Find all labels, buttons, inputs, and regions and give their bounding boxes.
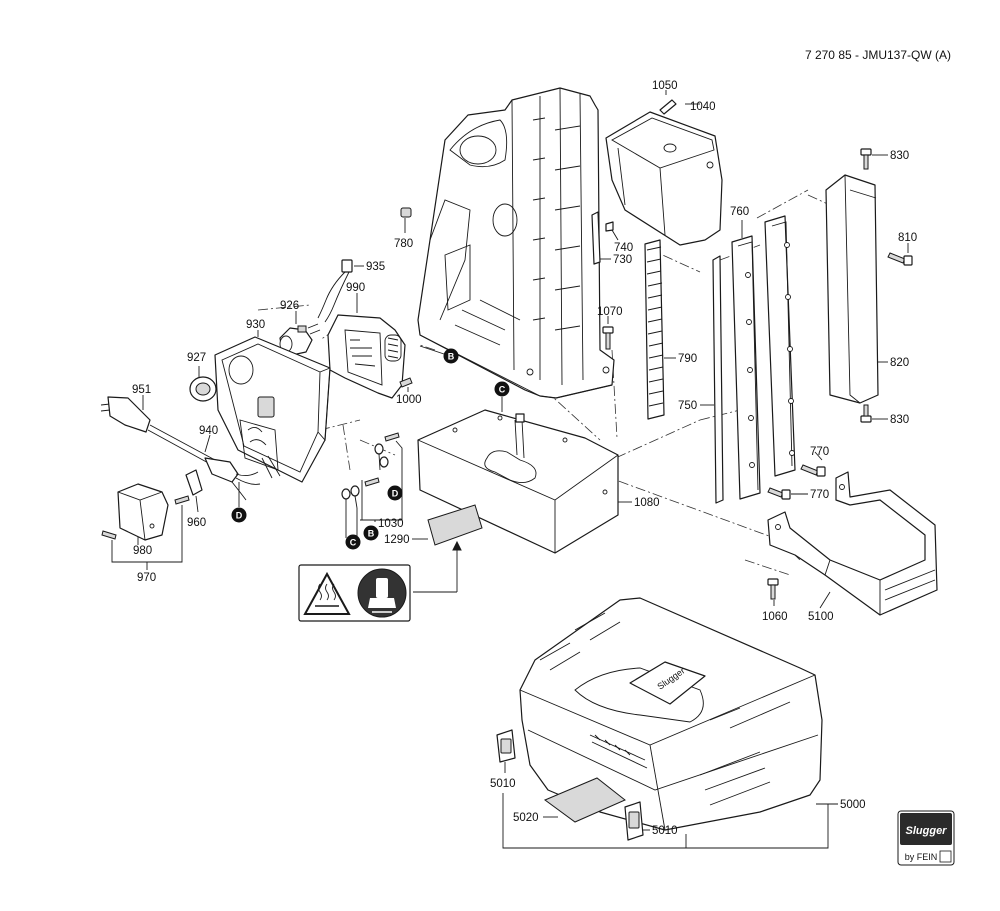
part-930-control-housing: 930 (214, 319, 331, 483)
part-rail-inner (764, 215, 796, 477)
label-790: 790 (678, 353, 697, 365)
marker-d-1: D (231, 482, 247, 523)
label-930: 930 (246, 319, 265, 331)
label-951: 951 (132, 384, 151, 396)
label-740: 740 (614, 242, 633, 254)
part-1040-cover (605, 111, 723, 246)
part-1030-terminals: 1030 (341, 432, 404, 538)
label-935: 935 (366, 261, 385, 273)
part-5000-carry-case: Slugger 5000 (519, 597, 866, 831)
label-760: 760 (730, 206, 749, 218)
part-980-cover: 980 970 (101, 483, 190, 584)
part-5010-latch-right: 5010 (624, 801, 678, 841)
part-730-740-clip: 740 730 (591, 211, 633, 266)
part-1000-screw: 1000 (396, 377, 422, 406)
label-1060: 1060 (762, 611, 788, 623)
label-5020: 5020 (513, 812, 539, 824)
label-1080: 1080 (634, 497, 660, 509)
part-1290-label: 1290 (384, 504, 483, 546)
part-1070-screw: 1070 (597, 306, 623, 350)
label-926: 926 (280, 300, 299, 312)
marker-d-2: D (387, 485, 403, 501)
label-927: 927 (187, 352, 206, 364)
part-1060-screw: 1060 5100 (762, 578, 834, 623)
label-1290: 1290 (384, 534, 410, 546)
svg-text:B: B (368, 529, 375, 539)
marker-c-2: C (345, 534, 361, 550)
svg-text:D: D (392, 489, 399, 499)
svg-text:D: D (236, 511, 243, 521)
part-820-profile: 820 (825, 174, 909, 404)
part-780-bushing: 780 (394, 207, 413, 250)
part-770-screws: 770 770 (767, 446, 829, 501)
label-5010-left: 5010 (490, 778, 516, 790)
label-970: 970 (137, 572, 156, 584)
label-960: 960 (187, 517, 206, 529)
part-927-knob: 927 (187, 352, 217, 402)
marker-b-2: B (363, 525, 379, 541)
label-5100: 5100 (808, 611, 834, 623)
label-750: 750 (678, 400, 697, 412)
label-830-top: 830 (890, 150, 909, 162)
marker-b-1: B (419, 345, 459, 364)
label-810: 810 (898, 232, 917, 244)
label-5000: 5000 (840, 799, 866, 811)
part-750-strip: 750 (678, 255, 724, 504)
brand-logo-sub: by FEIN (905, 852, 938, 862)
brand-logo-name: Slugger (906, 825, 948, 837)
label-780: 780 (394, 238, 413, 250)
part-990-circuit-board: 990 (327, 282, 406, 399)
label-1000: 1000 (396, 394, 422, 406)
label-1030: 1030 (378, 518, 404, 530)
label-830-bottom: 830 (890, 414, 909, 426)
magnetic-drill-icon (357, 568, 407, 618)
part-5010-latch-left: 5010 (490, 729, 516, 790)
label-980: 980 (133, 545, 152, 557)
label-990: 990 (346, 282, 365, 294)
part-790-rack: 790 (644, 239, 697, 420)
label-770-bottom: 770 (810, 489, 829, 501)
warning-panel (298, 540, 462, 622)
part-5020-manual: 5020 (513, 777, 626, 824)
part-940-951-power-cable: 951 940 (100, 384, 261, 501)
label-940: 940 (199, 425, 218, 437)
part-935-cable: 935 (317, 259, 385, 323)
part-1050-screw: 1050 1040 (652, 80, 716, 115)
brand-logo: Slugger by FEIN (897, 810, 955, 866)
svg-text:C: C (350, 538, 357, 548)
label-1070: 1070 (597, 306, 623, 318)
part-810-screw: 810 (887, 232, 917, 266)
part-960-clamp: 960 (185, 469, 206, 529)
part-926-switch: 926 (279, 300, 321, 356)
label-5010-right: 5010 (652, 825, 678, 837)
part-760-guide-rail: 760 (730, 206, 761, 500)
drill-stand-housing (417, 87, 615, 399)
svg-text:B: B (448, 352, 455, 362)
hot-surface-warning-icon (303, 571, 351, 615)
label-770-top: 770 (810, 446, 829, 458)
marker-c-1: C (494, 381, 510, 412)
document-number: 7 270 85 - JMU137-QW (A) (805, 48, 951, 62)
part-5100-guard (767, 471, 938, 616)
svg-text:C: C (499, 385, 506, 395)
label-730: 730 (613, 254, 632, 266)
label-1040: 1040 (690, 101, 716, 113)
label-1050: 1050 (652, 80, 678, 92)
part-830-screws: 830 830 (860, 148, 909, 426)
label-820: 820 (890, 357, 909, 369)
case-set-bracket (502, 793, 829, 849)
